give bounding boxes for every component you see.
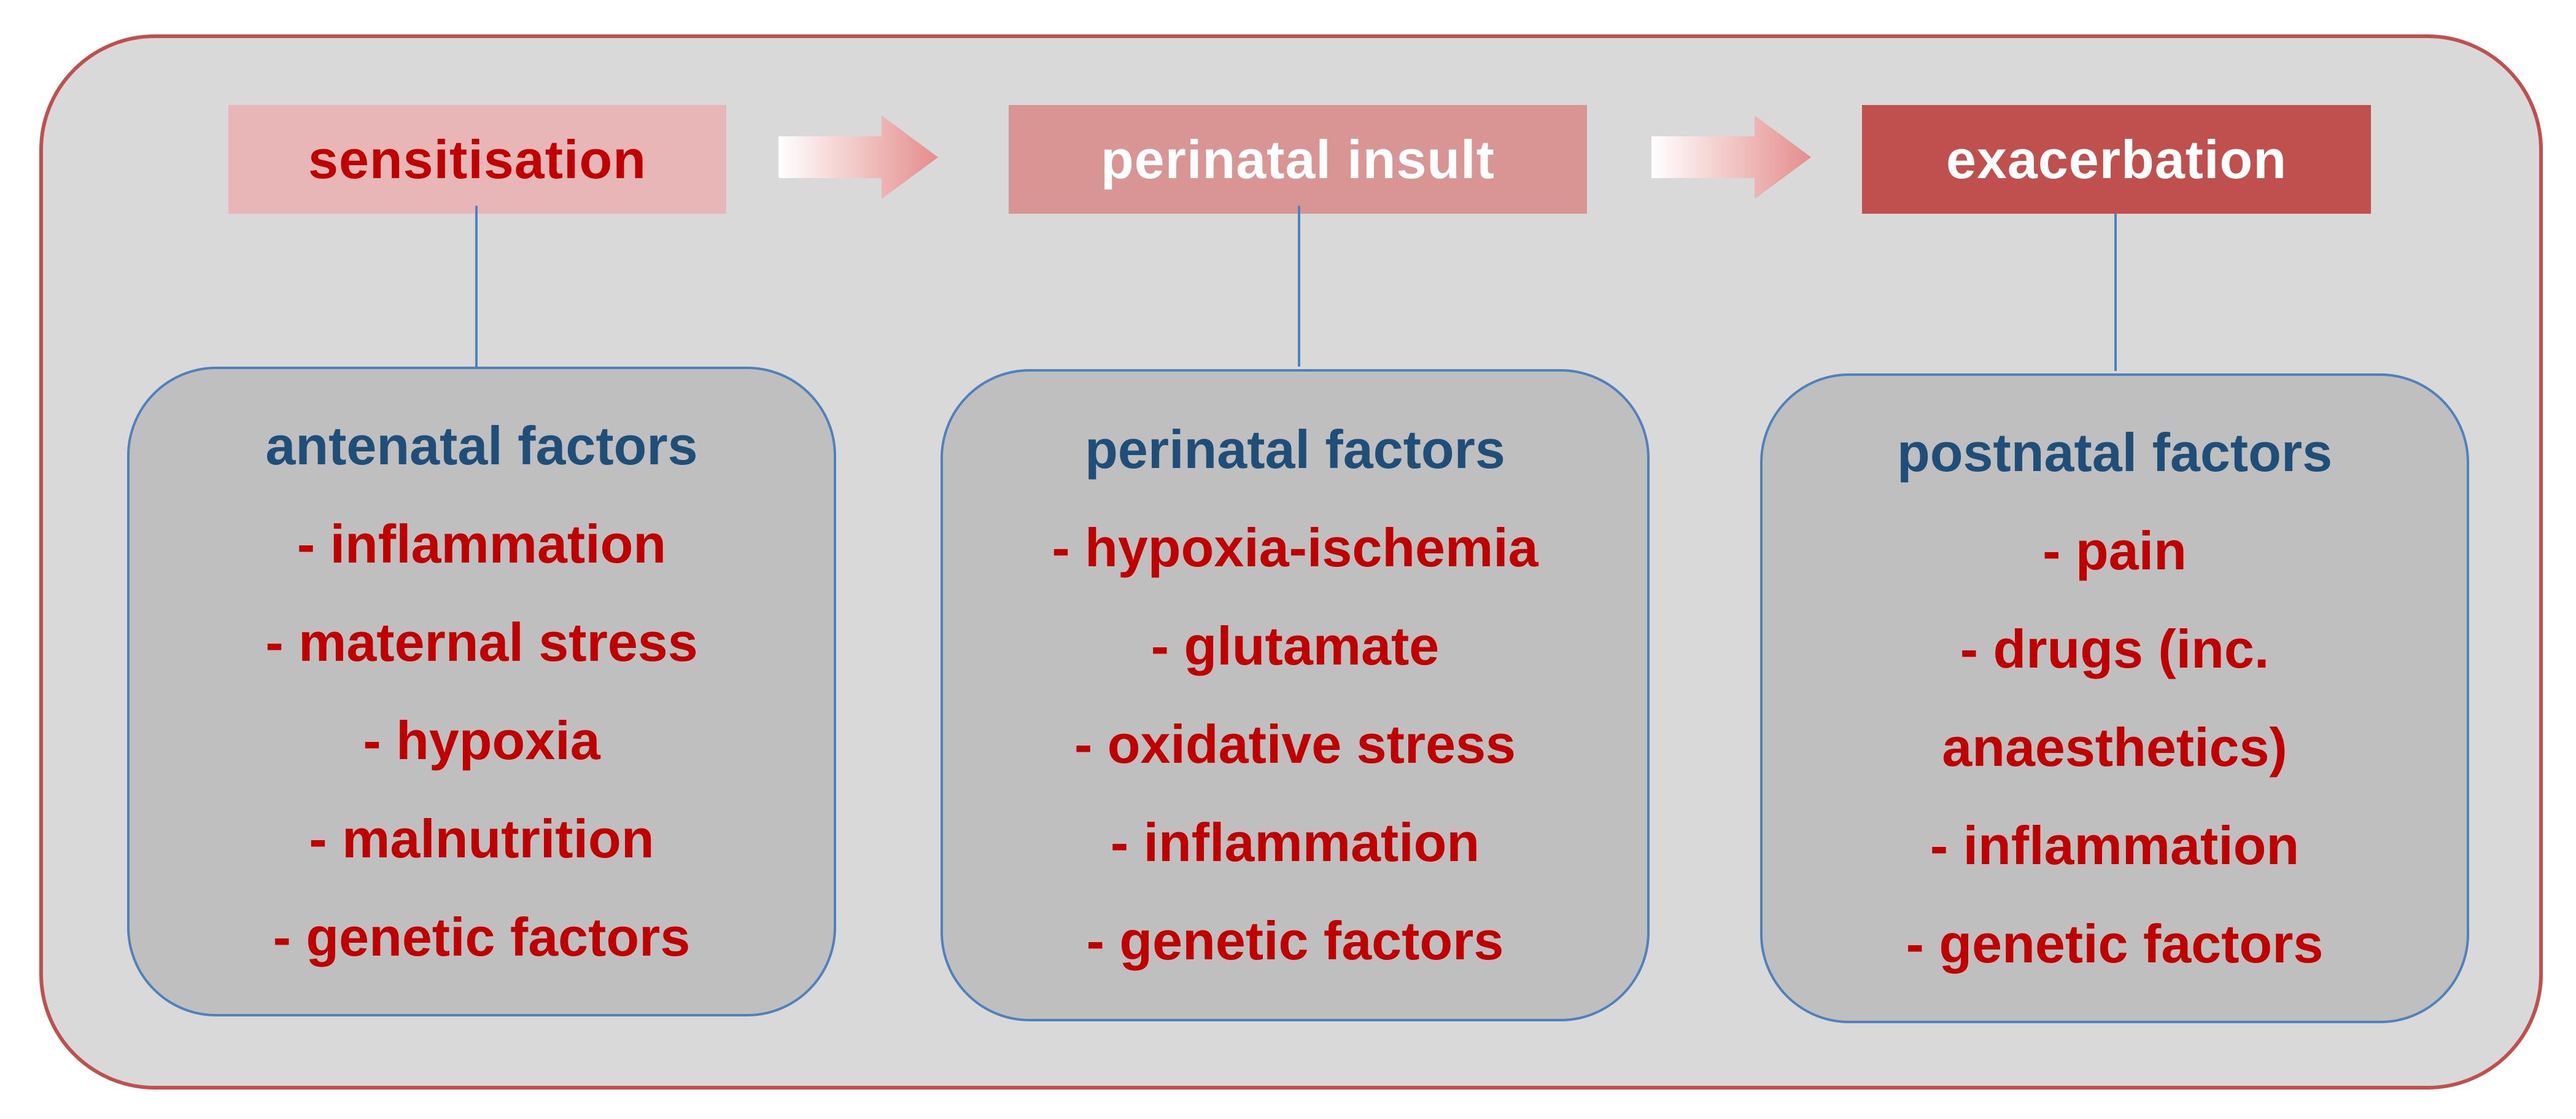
factor-list: - inflammation - maternal stress - hypox… (265, 495, 697, 986)
connector-line (475, 206, 478, 367)
factor-item: - malnutrition (309, 808, 654, 869)
factor-item: - inflammation (297, 513, 667, 574)
stage-label: sensitisation (308, 128, 646, 190)
factor-item: - glutamate (1150, 615, 1440, 676)
factor-item: - maternal stress (265, 612, 698, 673)
factor-item: - oxidative stress (1074, 714, 1516, 774)
stage-perinatal-insult: perinatal insult (1009, 105, 1587, 214)
connector-line (1298, 206, 1300, 367)
factor-item: - hypoxia (363, 710, 600, 771)
factor-list: - hypoxia-ischemia - glutamate - oxidati… (1052, 499, 1538, 990)
factor-item: - drugs (inc. anaesthetics) (1942, 618, 2287, 778)
factor-title: antenatal factors (265, 415, 698, 476)
factor-item: - genetic factors (273, 907, 691, 967)
postnatal-factors-box: postnatal factors - pain - drugs (inc. a… (1760, 373, 2469, 1023)
antenatal-factors-box: antenatal factors - inflammation - mater… (127, 367, 836, 1016)
factor-item: - inflammation (1930, 815, 2300, 876)
factor-item: - genetic factors (1086, 910, 1504, 971)
arrow-right-icon (1651, 115, 1811, 199)
factor-item: - hypoxia-ischemia (1052, 517, 1538, 578)
factor-list: - pain - drugs (inc. anaesthetics) - inf… (1894, 502, 2336, 993)
arrow-right-icon (778, 115, 938, 199)
stage-exacerbation: exacerbation (1862, 105, 2371, 214)
factor-item: - pain (2043, 520, 2187, 581)
stage-label: exacerbation (1946, 128, 2287, 190)
connector-line (2114, 214, 2117, 371)
factor-item: - genetic factors (1906, 913, 2324, 974)
factor-title: postnatal factors (1896, 422, 2333, 483)
perinatal-factors-box: perinatal factors - hypoxia-ischemia - g… (941, 369, 1650, 1021)
stage-label: perinatal insult (1101, 128, 1495, 190)
factor-title: perinatal factors (1085, 419, 1505, 480)
factor-item: - inflammation (1110, 812, 1480, 873)
stage-sensitisation: sensitisation (228, 105, 726, 214)
